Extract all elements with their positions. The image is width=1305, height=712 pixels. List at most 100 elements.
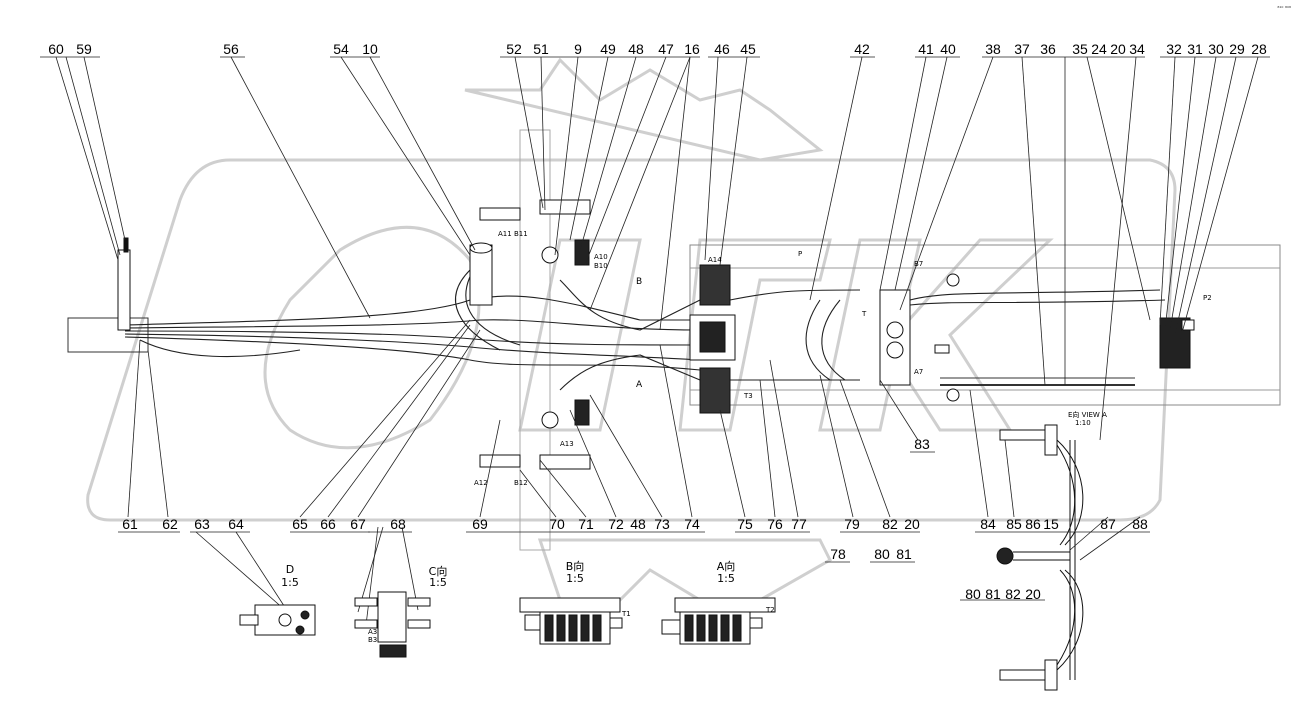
callout-88: 88 xyxy=(1132,516,1148,532)
port-label-a11: A11 xyxy=(498,230,512,238)
callout-47: 47 xyxy=(658,41,674,57)
port-label-t3: T3 xyxy=(744,392,753,400)
callout-79: 79 xyxy=(844,516,860,532)
callout-85: 85 xyxy=(1006,516,1022,532)
callout-60: 60 xyxy=(48,41,64,57)
callout-75: 75 xyxy=(737,516,753,532)
view-a-detail xyxy=(661,597,776,645)
port-label-p2: P2 xyxy=(1203,294,1212,302)
callout-20c: 20 xyxy=(1025,586,1041,602)
port-label-p: P xyxy=(798,250,803,258)
callout-38: 38 xyxy=(985,41,1001,57)
chassis-frame xyxy=(67,129,1281,551)
callout-45: 45 xyxy=(740,41,756,57)
callout-29: 29 xyxy=(1229,41,1245,57)
view-c-detail xyxy=(354,591,431,658)
direction-b-mark: B xyxy=(636,277,643,287)
callout-59: 59 xyxy=(76,41,92,57)
callout-70: 70 xyxy=(549,516,565,532)
callout-61: 61 xyxy=(122,516,138,532)
callout-83: 83 xyxy=(914,436,930,452)
port-label-a12: A12 xyxy=(474,479,488,487)
callout-20b: 20 xyxy=(904,516,920,532)
callout-84: 84 xyxy=(980,516,996,532)
callout-52: 52 xyxy=(506,41,522,57)
callout-64: 64 xyxy=(228,516,244,532)
hose-bundle xyxy=(124,259,1166,391)
callout-62: 62 xyxy=(162,516,178,532)
callout-9: 9 xyxy=(574,41,582,57)
callout-80b: 80 xyxy=(965,586,981,602)
callout-40: 40 xyxy=(940,41,956,57)
callout-16: 16 xyxy=(684,41,700,57)
port-label-b3: B3 xyxy=(368,636,378,644)
callout-32: 32 xyxy=(1166,41,1182,57)
port-label-t: T xyxy=(862,310,867,318)
callout-87: 87 xyxy=(1100,516,1116,532)
callout-37: 37 xyxy=(1014,41,1030,57)
callout-78: 78 xyxy=(830,546,846,562)
view-b-detail xyxy=(519,597,623,645)
callout-42: 42 xyxy=(854,41,870,57)
callout-66: 66 xyxy=(320,516,336,532)
view-b-title: B向 xyxy=(565,560,585,573)
port-label-t1: T1 xyxy=(622,610,631,618)
callout-73: 73 xyxy=(654,516,670,532)
view-c-title: C向 xyxy=(428,565,448,578)
callout-10: 10 xyxy=(362,41,378,57)
callout-51: 51 xyxy=(533,41,549,57)
port-label-a13: A13 xyxy=(560,440,574,448)
callout-36: 36 xyxy=(1040,41,1056,57)
callout-54: 54 xyxy=(333,41,349,57)
corner-mark: ⁸¹⁰ ⁸⁰⁸ xyxy=(1277,6,1291,12)
callout-48b: 48 xyxy=(630,516,646,532)
port-label-a10: A10 xyxy=(594,253,608,261)
direction-a-mark: A xyxy=(636,380,643,390)
callout-80: 80 xyxy=(874,546,890,562)
port-label-b11: B11 xyxy=(514,230,528,238)
callout-56: 56 xyxy=(223,41,239,57)
view-e-detail xyxy=(996,424,1084,691)
callout-76: 76 xyxy=(767,516,783,532)
view-d-title: D xyxy=(285,563,295,576)
callout-68: 68 xyxy=(390,516,406,532)
port-label-a14: A14 xyxy=(708,256,722,264)
view-a-scale: 1:5 xyxy=(717,572,735,585)
callout-63: 63 xyxy=(194,516,210,532)
view-b-scale: 1:5 xyxy=(566,572,584,585)
callout-20: 20 xyxy=(1110,41,1126,57)
callout-86: 86 xyxy=(1025,516,1041,532)
callout-30: 30 xyxy=(1208,41,1224,57)
callout-67: 67 xyxy=(350,516,366,532)
port-label-b7: B7 xyxy=(914,260,924,268)
callout-49: 49 xyxy=(600,41,616,57)
callout-72: 72 xyxy=(608,516,624,532)
callout-35: 35 xyxy=(1072,41,1088,57)
view-d-scale: 1:5 xyxy=(281,576,299,589)
callout-15: 15 xyxy=(1043,516,1059,532)
port-label-t2: T2 xyxy=(766,606,775,614)
port-label-a7: A7 xyxy=(914,368,924,376)
callout-24: 24 xyxy=(1091,41,1107,57)
callout-81: 81 xyxy=(896,546,912,562)
callout-31: 31 xyxy=(1187,41,1203,57)
callout-69: 69 xyxy=(472,516,488,532)
port-label-b12: B12 xyxy=(514,479,528,487)
port-label-a3: A3 xyxy=(368,628,378,636)
callout-41: 41 xyxy=(918,41,934,57)
callout-82b: 82 xyxy=(1005,586,1021,602)
view-d-detail xyxy=(239,604,316,636)
callout-34: 34 xyxy=(1129,41,1145,57)
callout-46: 46 xyxy=(714,41,730,57)
callout-28: 28 xyxy=(1251,41,1267,57)
view-a-title: A向 xyxy=(716,560,736,573)
port-label-b10: B10 xyxy=(594,262,608,270)
view-c-scale: 1:5 xyxy=(429,576,447,589)
leader-lines xyxy=(55,56,1259,626)
callout-74: 74 xyxy=(684,516,700,532)
callout-underlines xyxy=(40,56,1270,601)
view-e-scale: 1:10 xyxy=(1075,419,1091,427)
components xyxy=(117,199,1195,470)
callout-71: 71 xyxy=(578,516,594,532)
